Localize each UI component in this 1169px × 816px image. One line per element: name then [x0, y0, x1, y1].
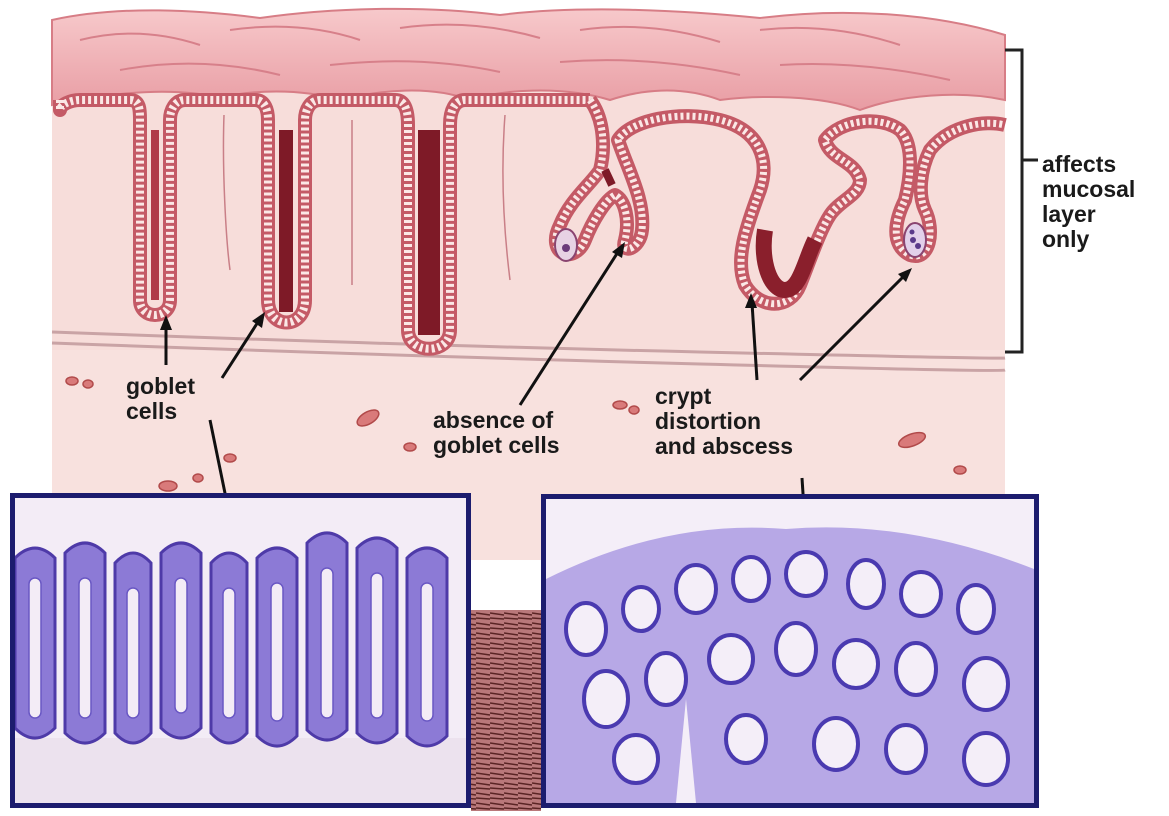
colitis-histology-panel: [541, 494, 1039, 808]
muscle-layer: [471, 610, 541, 811]
normal-histology-image: [15, 498, 466, 803]
absence-of-goblet-cells-label: absence of goblet cells: [433, 408, 560, 458]
mucosa-bracket: [1005, 50, 1038, 352]
affects-mucosal-layer-label: affects mucosal layer only: [1042, 152, 1135, 252]
goblet-cells-label: goblet cells: [126, 374, 195, 424]
colitis-histology-image: [546, 499, 1034, 803]
normal-histology-panel: [10, 493, 471, 808]
crypt-distortion-label: crypt distortion and abscess: [655, 384, 793, 459]
